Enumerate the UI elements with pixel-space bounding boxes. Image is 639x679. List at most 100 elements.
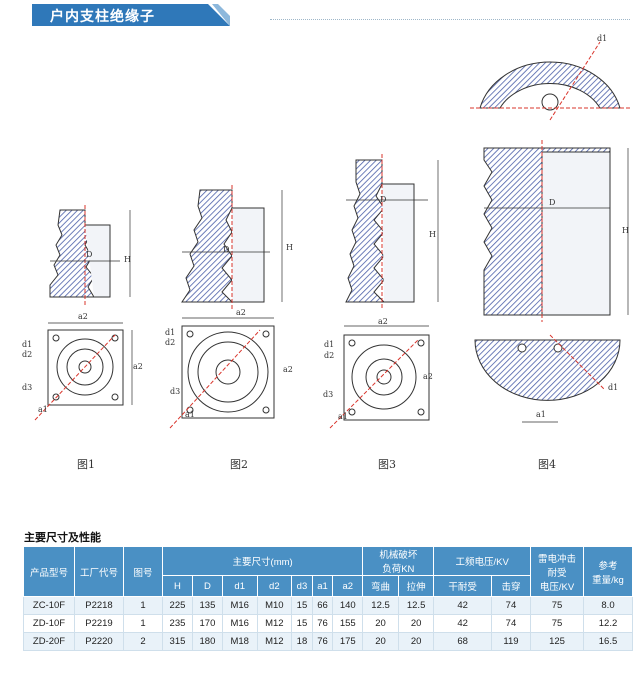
figure-1-label: 图1 (77, 458, 95, 471)
th-mech: 机械破坏 负荷KN (362, 546, 435, 576)
table-cell: 76 (311, 614, 334, 633)
table-cell: 180 (191, 632, 223, 651)
table-cell: 20 (362, 632, 399, 651)
figure-1-dim-a2-side: a2 (133, 362, 143, 371)
th-lightning-line2: 耐受 (547, 567, 567, 579)
table-cell: M16 (221, 596, 258, 615)
th-power-freq: 工频电压/KV (433, 546, 531, 576)
table-cell: M12 (256, 632, 293, 651)
figure-3-dim-a2-top: a2 (378, 317, 388, 326)
table-cell: 225 (162, 596, 193, 615)
figure-4-dim-a1: a1 (536, 410, 546, 419)
th-dim-d2: d2 (256, 575, 293, 597)
figure-4-dim-d1-top: d1 (597, 34, 608, 43)
th-main-dims: 主要尺寸(mm) (161, 546, 364, 576)
figure-2-dim-a2-top: a2 (236, 308, 246, 317)
figure-4-drawing (470, 41, 630, 423)
table-cell: 1 (123, 614, 163, 633)
figure-1-dim-a2-top: a2 (78, 312, 88, 321)
figure-4-dim-d: D (549, 198, 556, 207)
figure-2-label: 图2 (230, 458, 248, 471)
figure-1-dim-d3: d3 (22, 383, 33, 392)
figure-3-dim-d: D (380, 195, 387, 204)
table-cell: 119 (490, 632, 532, 651)
table-cell: 315 (162, 632, 193, 651)
figure-3-dim-d3: d3 (323, 390, 334, 399)
table-cell: M16 (221, 614, 258, 633)
figure-3-dim-a1: a1 (338, 412, 348, 421)
table-cell: 12.5 (397, 596, 435, 615)
table-cell: ZD-10F (23, 614, 75, 633)
figure-1-dim-d2: d2 (22, 350, 33, 359)
th-dim-d3: d3 (291, 575, 313, 597)
table-cell: 75 (530, 596, 584, 615)
table-cell: M18 (221, 632, 258, 651)
figure-2-drawing (169, 185, 283, 429)
table-cell: P2219 (74, 614, 124, 633)
figure-3-dim-d2: d2 (324, 351, 335, 360)
th-freq-breakdown: 击穿 (490, 575, 532, 597)
table-cell: 135 (191, 596, 223, 615)
th-dim-a1: a1 (311, 575, 334, 597)
page-title: 户内支柱绝缘子 (50, 9, 155, 25)
figure-3-label: 图3 (378, 458, 396, 471)
figure-2-dim-d3: d3 (170, 387, 181, 396)
table-cell: 170 (191, 614, 223, 633)
table-cell: 15 (291, 596, 313, 615)
th-dim-h: H (162, 575, 193, 597)
table-cell: M12 (256, 614, 293, 633)
table-cell: 20 (362, 614, 399, 633)
table-cell: 20 (397, 632, 435, 651)
th-lightning: 雷电冲击 耐受 电压/KV (530, 546, 584, 597)
table-cell: 16.5 (583, 632, 633, 651)
table-cell: 235 (162, 614, 193, 633)
table-cell: 1 (123, 596, 163, 615)
figure-4-label: 图4 (538, 458, 556, 471)
table-cell: 76 (311, 632, 334, 651)
figure-1-drawing (34, 205, 133, 421)
th-dim-d: D (191, 575, 223, 597)
figure-3-dim-a2-side: a2 (423, 372, 433, 381)
th-figure-no: 图号 (123, 546, 163, 597)
table-cell: 2 (123, 632, 163, 651)
figure-4-dim-d1-bottom: d1 (608, 383, 619, 392)
th-weight: 参考 重量/kg (583, 546, 633, 597)
th-mech-tensile: 拉伸 (397, 575, 435, 597)
th-mech-line2: 负荷KN (382, 564, 415, 575)
figure-2-dim-a2-side: a2 (283, 365, 293, 374)
figure-2-dim-d1: d1 (165, 328, 176, 337)
table-cell: 175 (332, 632, 364, 651)
table-cell: 74 (490, 596, 532, 615)
table-cell: 155 (332, 614, 364, 633)
figure-3-dim-d1: d1 (324, 340, 335, 349)
table-cell: 18 (291, 632, 313, 651)
title-banner (32, 4, 230, 26)
table-cell: ZD-20F (23, 632, 75, 651)
table-cell: P2218 (74, 596, 124, 615)
figure-1-dim-a1: a1 (38, 405, 48, 414)
table-cell: 74 (490, 614, 532, 633)
figure-2-dim-d2: d2 (165, 338, 176, 347)
table-cell: P2220 (74, 632, 124, 651)
table-cell: M10 (256, 596, 293, 615)
th-dim-d1: d1 (221, 575, 258, 597)
section-title: 主要尺寸及性能 (24, 531, 101, 544)
table-cell: 75 (530, 614, 584, 633)
figure-2-dim-d: D (223, 245, 230, 254)
th-lightning-line1: 雷电冲击 (537, 553, 576, 565)
th-dim-a2: a2 (332, 575, 364, 597)
figure-3-drawing (329, 154, 439, 429)
th-model: 产品型号 (23, 546, 75, 597)
table-cell: 68 (433, 632, 492, 651)
table-cell: 140 (332, 596, 364, 615)
table-cell: 15 (291, 614, 313, 633)
table-cell: ZC-10F (23, 596, 75, 615)
th-lightning-line3: 电压/KV (539, 581, 575, 593)
table-cell: 8.0 (583, 596, 633, 615)
th-factory-code: 工厂代号 (74, 546, 124, 597)
table-cell: 66 (311, 596, 334, 615)
th-mech-bend: 弯曲 (362, 575, 399, 597)
th-weight-line1: 参考 (598, 560, 618, 572)
